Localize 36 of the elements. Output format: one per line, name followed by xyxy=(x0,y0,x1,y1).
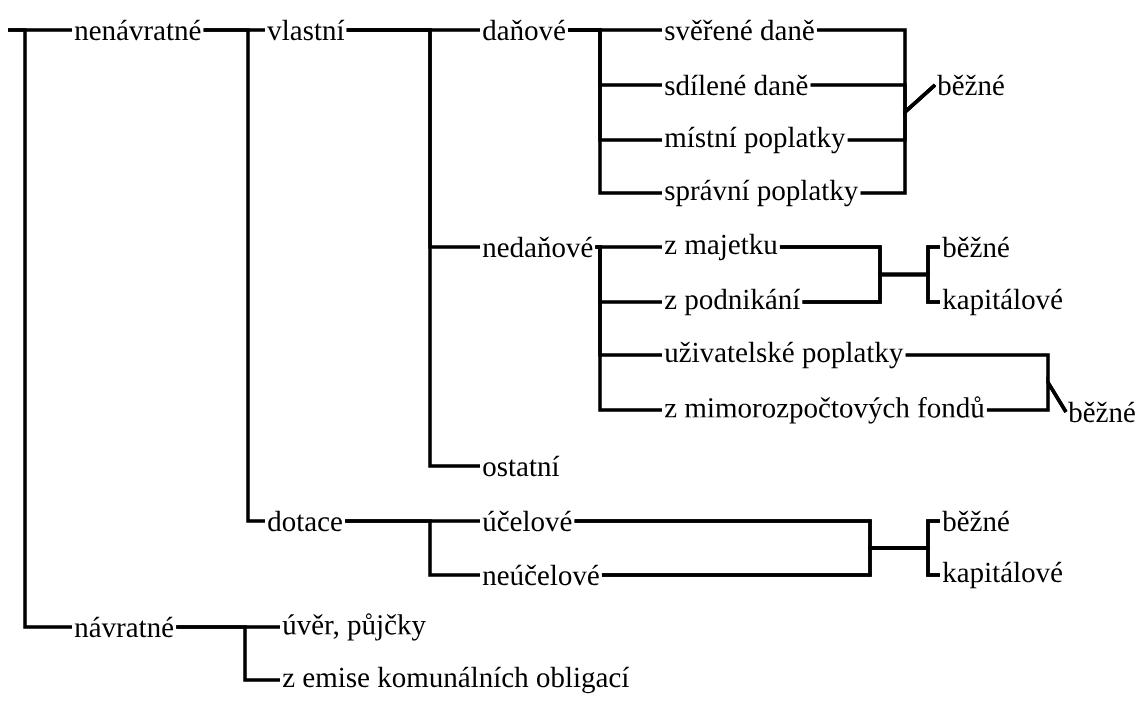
category-label: z emise komunálních obligací xyxy=(283,666,630,694)
bracket-line xyxy=(346,28,480,468)
category-label: běžné xyxy=(1068,401,1135,423)
category-label: běžné xyxy=(937,74,1004,96)
category-label: místní poplatky xyxy=(664,126,846,154)
category-label: z majetku xyxy=(665,233,778,261)
category-label: běžné xyxy=(942,236,1009,258)
category-label: nenávratné xyxy=(74,19,201,41)
bracket-line xyxy=(595,245,662,412)
bracket-line xyxy=(176,625,280,682)
category-label: uživatelské poplatky xyxy=(664,341,904,369)
category-label: účelové xyxy=(482,510,572,532)
category-label: nedaňové xyxy=(482,236,593,258)
bracket-line xyxy=(345,519,480,577)
bracket-line xyxy=(860,83,937,195)
category-label: běžné xyxy=(942,510,1009,532)
bracket-line xyxy=(601,546,940,577)
category-label: z podnikání xyxy=(665,288,800,316)
category-label: správní poplatky xyxy=(665,179,859,207)
bracket-line xyxy=(8,28,72,629)
category-label: kapitálové xyxy=(942,561,1062,589)
bracket-line xyxy=(203,28,265,523)
bracket-line xyxy=(802,272,940,304)
category-label: daňové xyxy=(483,19,565,41)
category-label: neúčelové xyxy=(482,564,599,586)
bracket-line xyxy=(986,376,1068,413)
category-label: svěřené daně xyxy=(665,19,814,41)
category-label: dotace xyxy=(268,510,342,532)
category-label: ostatní xyxy=(483,455,560,477)
category-label: vlastní xyxy=(267,19,345,41)
category-label: návratné xyxy=(74,616,174,638)
category-label: úvěr, půjčky xyxy=(282,613,426,641)
category-label: kapitálové xyxy=(942,288,1062,316)
category-label: z mimorozpočtových fondů xyxy=(665,396,985,424)
category-label: sdílené daně xyxy=(665,74,808,96)
bracket-line xyxy=(568,28,662,195)
